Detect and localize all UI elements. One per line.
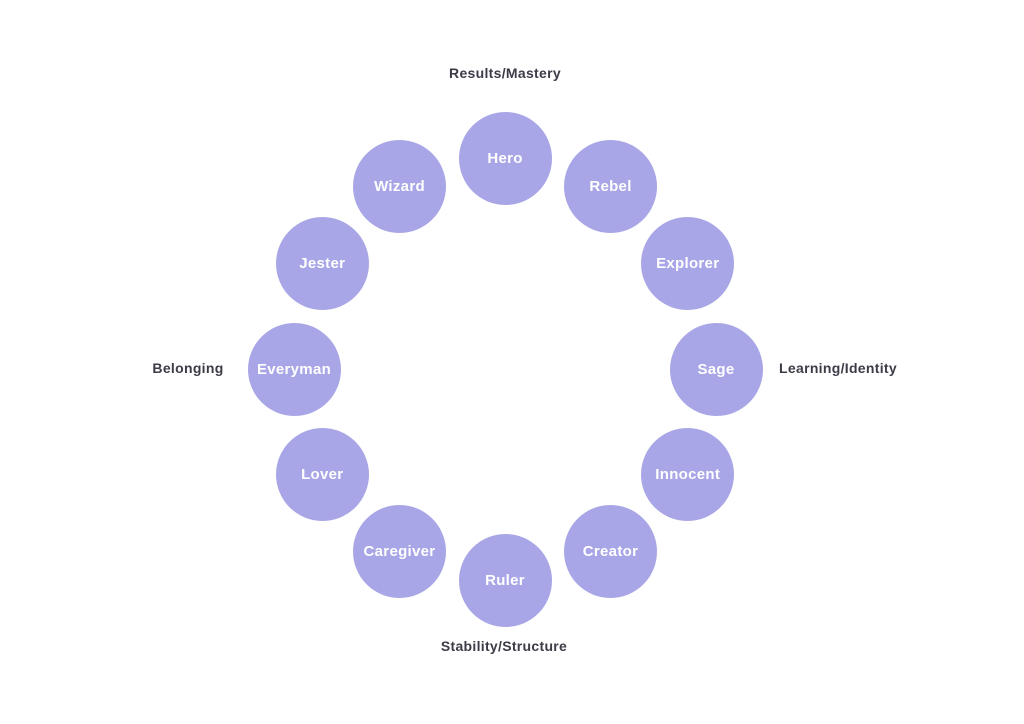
axis-label-stability-structure: Stability/Structure [440,638,568,654]
archetype-label: Jester [299,255,346,272]
archetype-circle-rebel: Rebel [564,139,657,233]
archetype-circle-ruler: Ruler [458,533,552,627]
archetype-circle-hero: Hero [458,111,552,205]
archetype-circle-creator: Creator [564,505,657,599]
archetype-label: Rebel [589,177,632,195]
archetype-circle-caregiver: Caregiver [353,505,446,599]
archetype-label: Innocent [655,466,721,483]
archetype-label: Lover [301,466,344,483]
archetype-circle-explorer: Explorer [641,217,735,310]
archetype-label: Wizard [374,177,425,195]
archetype-label: Ruler [485,571,525,589]
archetype-circle-everyman: Everyman [247,322,341,416]
archetype-circle-wizard: Wizard [353,139,446,233]
archetype-label: Sage [697,360,735,378]
archetype-label: Everyman [256,360,332,378]
axis-label-results-mastery: Results/Mastery [449,65,561,81]
archetype-label: Creator [582,543,639,561]
archetype-label: Hero [487,149,523,167]
axis-label-learning-identity: Learning/Identity [779,360,897,376]
archetype-label: Caregiver [363,543,436,561]
axis-label-belonging: Belonging [152,360,224,376]
archetype-circle-jester: Jester [275,217,369,310]
archetype-circle-innocent: Innocent [641,428,735,521]
archetype-circle-sage: Sage [669,322,763,416]
archetype-label: Explorer [656,255,720,272]
archetype-circle-lover: Lover [275,428,369,521]
